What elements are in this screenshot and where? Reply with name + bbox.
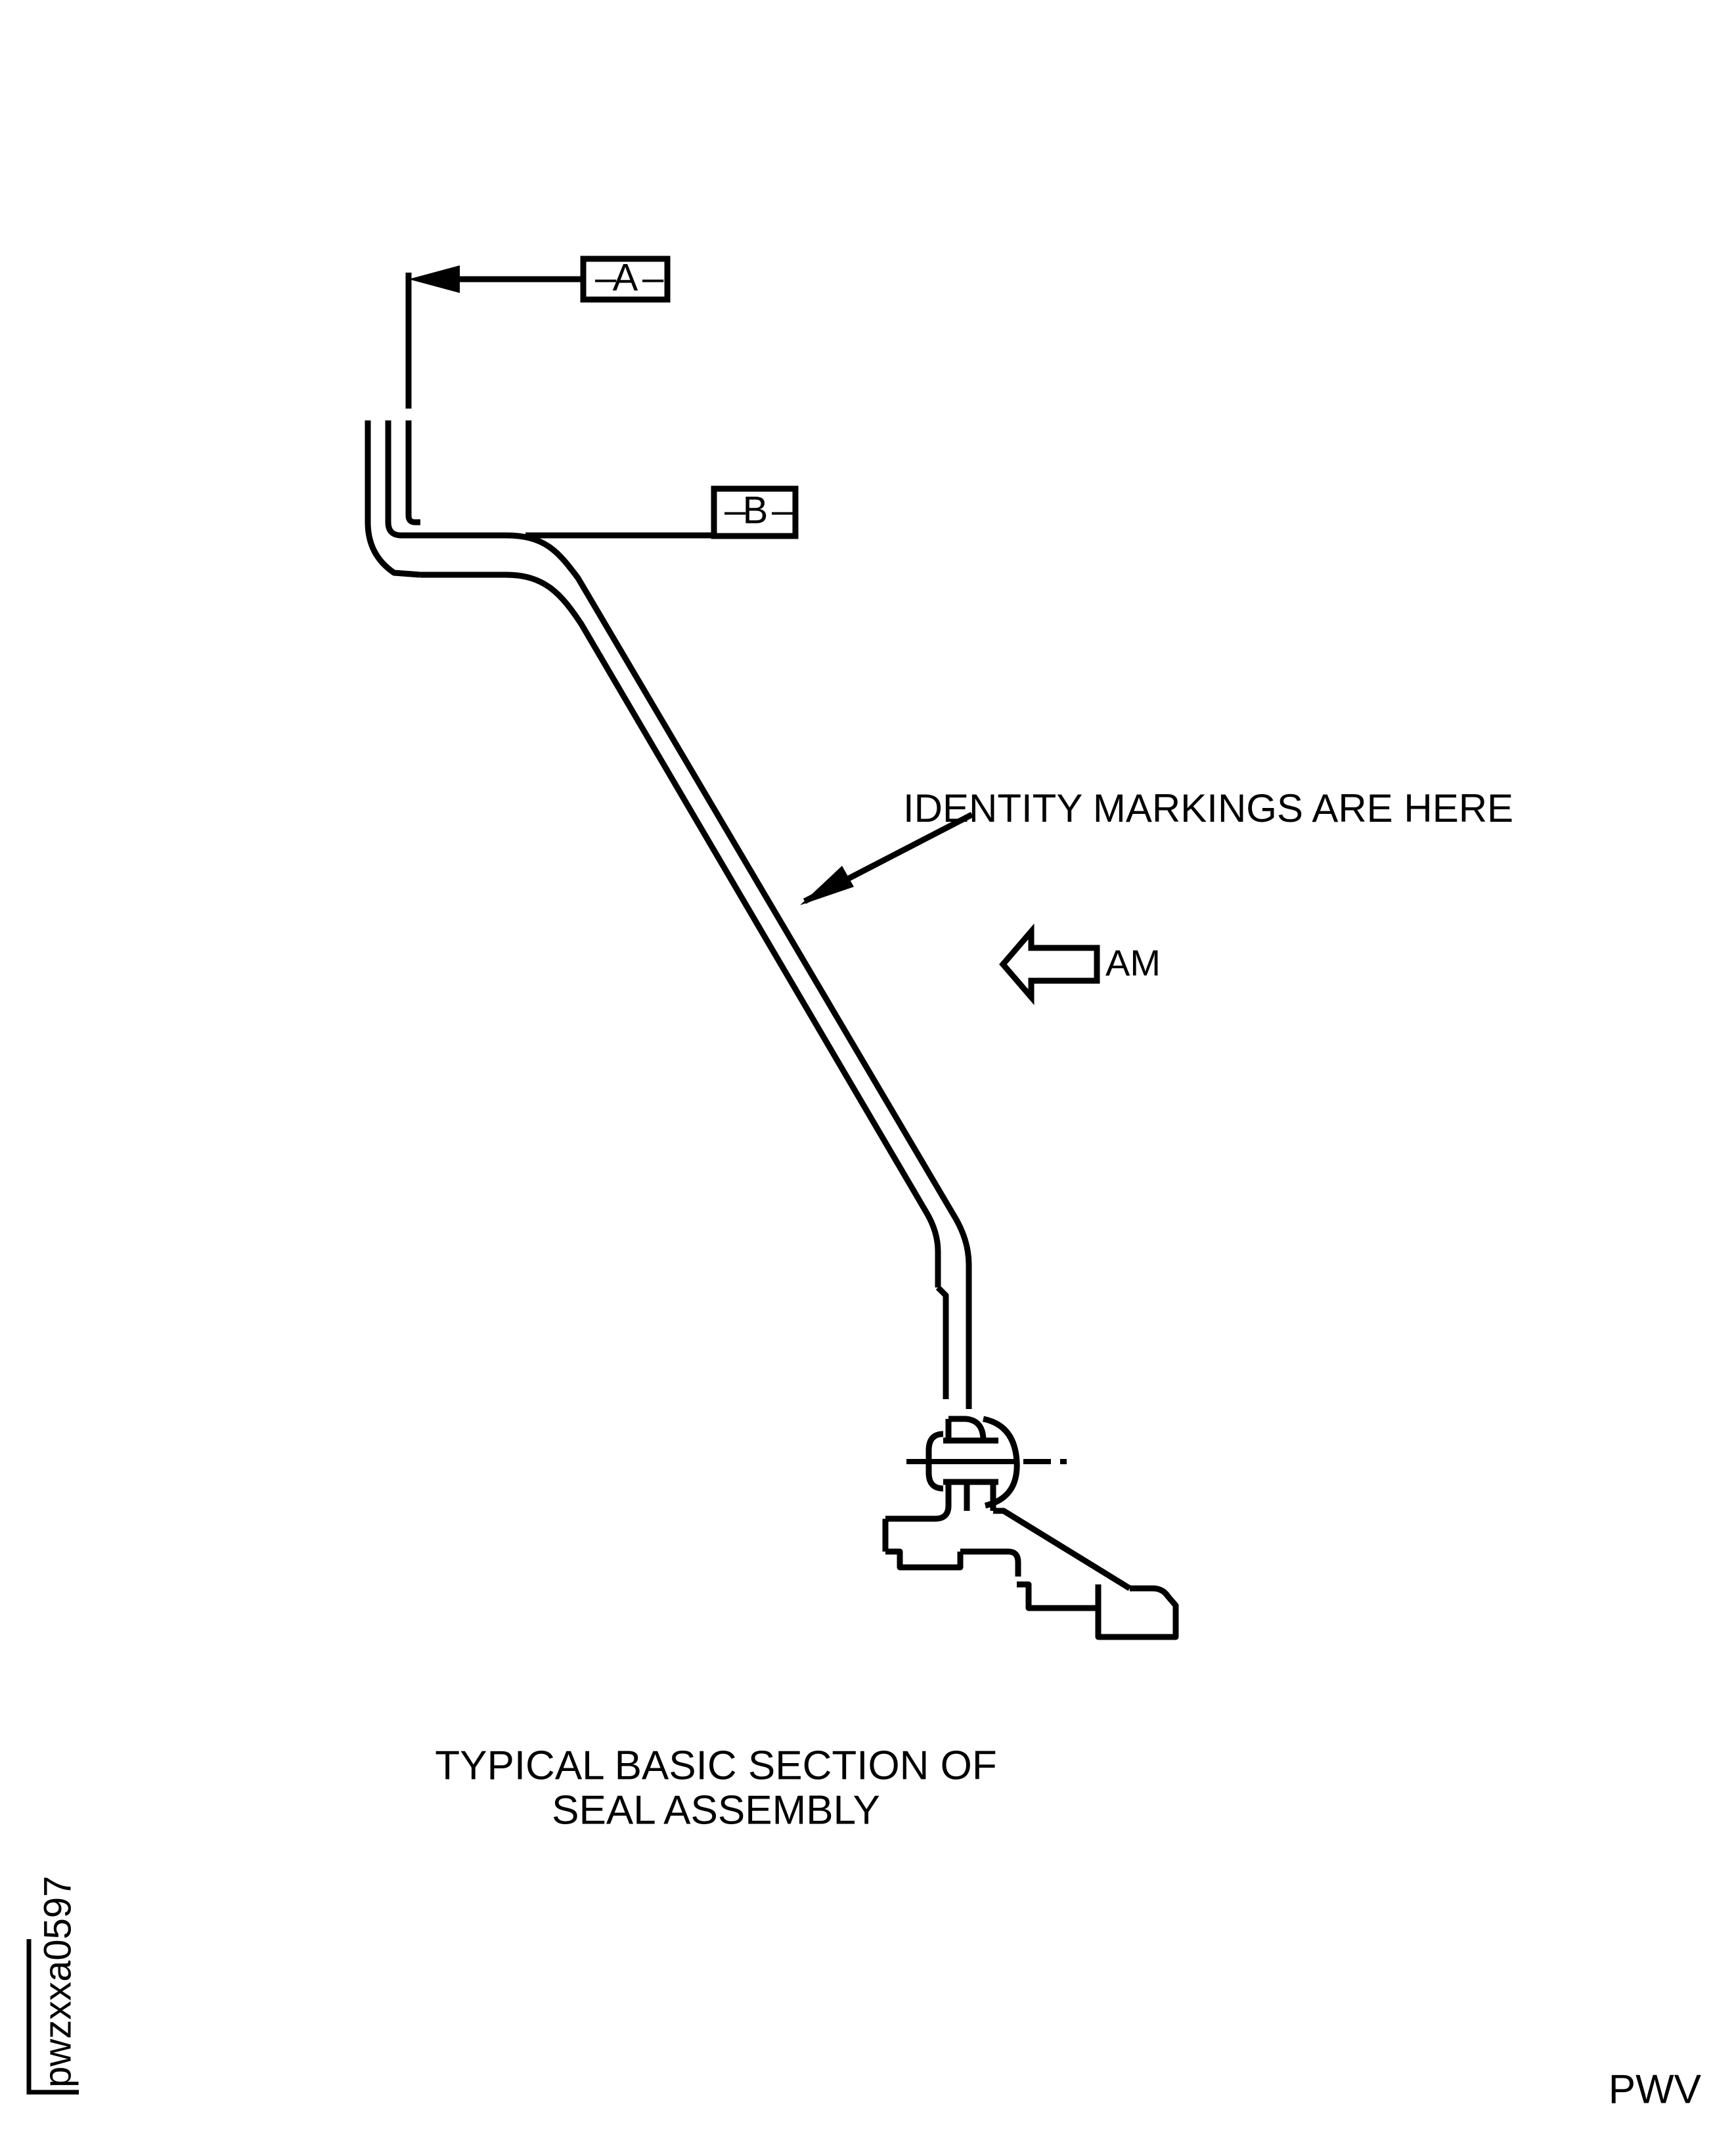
figure-id-label: pwzxxa0597 — [36, 1876, 79, 2088]
datum-a-arrowhead-icon — [409, 265, 460, 293]
identity-markings-label: IDENTITY MARKINGS ARE HERE — [903, 786, 1513, 830]
rivet-collar-lower — [885, 1482, 952, 1522]
datum-b-dash-right: – — [772, 489, 793, 531]
foot-middle-step — [960, 1548, 1021, 1577]
caption-line-1: TYPICAL BASIC SECTION OF — [435, 1743, 997, 1788]
datum-b-box — [711, 485, 799, 539]
seal-web-inner-contour — [420, 571, 941, 1288]
foot-lower-step-lip — [1017, 1581, 1102, 1611]
datum-b-group: – B – — [525, 485, 799, 539]
caption-line-2: SEAL ASSEMBLY — [552, 1787, 880, 1833]
rivet-head-right — [982, 1416, 1020, 1509]
datum-b-dash-left: – — [724, 489, 746, 531]
seal-profile-group — [365, 420, 972, 1409]
am-direction-indicator: AM — [999, 923, 1161, 1006]
datum-a-dash-right: – — [642, 256, 664, 299]
datum-a-box — [580, 256, 671, 303]
seal-web-jog — [935, 1285, 949, 1399]
foot-upper-shelf-lip — [885, 1548, 964, 1571]
rivet-collar — [948, 1416, 987, 1441]
foot-bottom-pad — [1095, 1584, 1179, 1640]
foot-bracket-group — [882, 1508, 1179, 1640]
figure-id-group: pwzxxa0597 — [26, 1876, 79, 2095]
foot-top-slope — [993, 1508, 1132, 1591]
datum-a-letter: A — [613, 256, 638, 299]
figure-id-corner-bracket-icon — [26, 1939, 79, 2095]
seal-inner-contour — [405, 420, 420, 526]
datum-a-dash-left: – — [595, 256, 617, 299]
identity-markings-arrowhead-icon — [800, 866, 854, 905]
seal-outer-contour — [385, 420, 972, 1409]
corner-code-label: PWV — [1609, 2067, 1702, 2112]
am-block-arrow-icon — [999, 923, 1100, 1006]
datum-b-letter: B — [743, 489, 768, 531]
datum-a-group: – A – — [405, 256, 671, 409]
am-label: AM — [1105, 942, 1161, 983]
seal-flange-return — [365, 420, 421, 578]
rivet-fastener-detail — [885, 1416, 1020, 1522]
identity-markings-callout: IDENTITY MARKINGS ARE HERE — [800, 786, 1513, 905]
